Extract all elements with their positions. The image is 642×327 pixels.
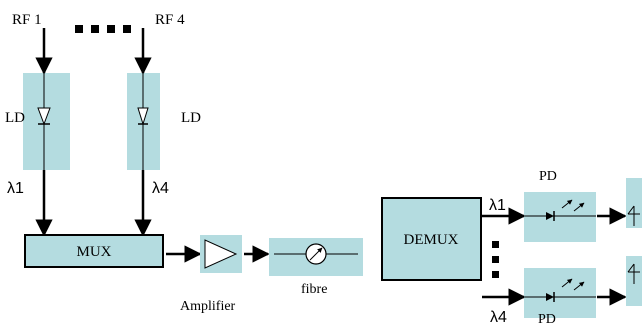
rf4-label: RF 4 <box>155 12 185 28</box>
pd-block-top <box>524 192 596 242</box>
ld-label-right: LD <box>181 110 201 126</box>
fibre-spool-icon <box>305 243 327 265</box>
demux-label: DEMUX <box>404 232 459 248</box>
lambda1-tx-label: λ1 <box>7 180 24 197</box>
receiver-block-top <box>626 178 642 228</box>
photodiode-bottom-icon <box>546 278 585 302</box>
amplifier-triangle-icon <box>204 239 238 269</box>
channel-ellipsis-dots <box>492 241 499 278</box>
rf1-label: RF 1 <box>12 12 42 28</box>
lambda1-rx-label: λ1 <box>489 197 506 214</box>
mux-block <box>24 234 164 268</box>
mux-label: MUX <box>76 244 111 260</box>
receiver-top-icon <box>627 205 640 226</box>
laser-diode-right-icon <box>137 107 149 126</box>
demux-block <box>381 197 482 281</box>
lambda4-tx-label: λ4 <box>152 180 169 197</box>
ld-block-left <box>23 73 70 170</box>
laser-diode-left-icon <box>37 107 51 126</box>
pd-label-top: PD <box>539 169 557 184</box>
receiver-bottom-icon <box>627 263 640 284</box>
photodiode-top-icon <box>546 199 585 221</box>
lambda4-rx-label: λ4 <box>490 309 507 326</box>
pd-label-bottom: PD <box>538 312 556 327</box>
pd-block-bottom <box>524 268 596 318</box>
amplifier-label: Amplifier <box>180 299 236 314</box>
ld-label-left: LD <box>5 110 25 126</box>
fibre-label: fibre <box>301 282 327 297</box>
rf-ellipsis-dots <box>75 25 131 33</box>
